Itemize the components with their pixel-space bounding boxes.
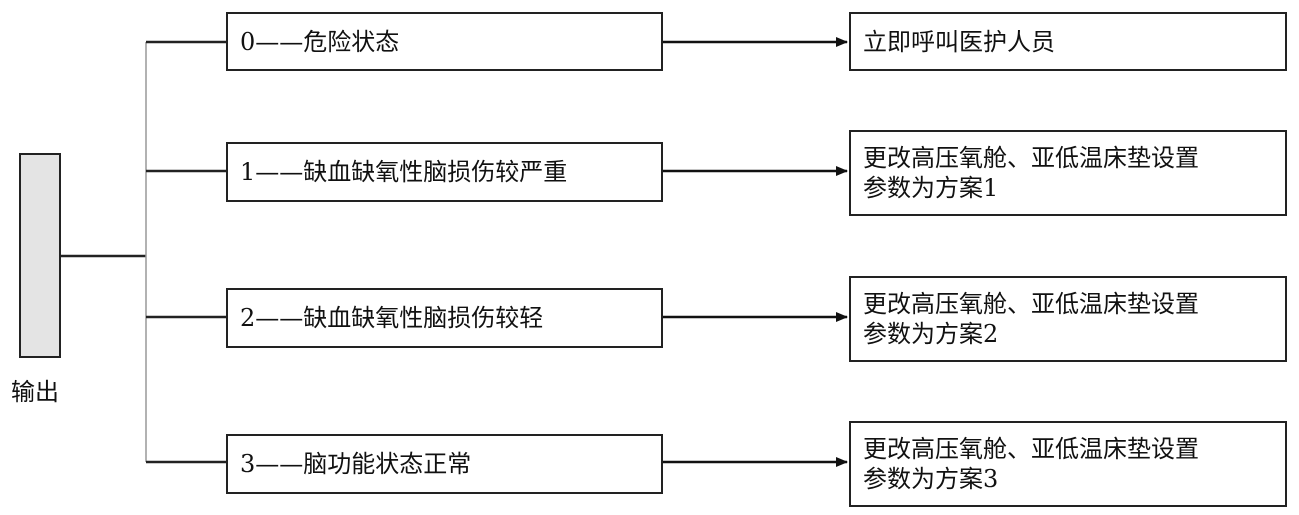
action-line-2: 参数为方案1 (863, 174, 999, 202)
action-box-0: 立即呼叫医护人员 (849, 12, 1287, 71)
state-text: 2——缺血缺氧性脑损伤较轻 (240, 304, 544, 332)
action-line-1: 更改高压氧舱、亚低温床垫设置 (863, 435, 1199, 463)
action-text: 更改高压氧舱、亚低温床垫设置 参数为方案1 (863, 143, 1199, 203)
state-text: 1——缺血缺氧性脑损伤较严重 (240, 158, 568, 186)
action-text: 更改高压氧舱、亚低温床垫设置 参数为方案2 (863, 289, 1199, 349)
state-text: 0——危险状态 (240, 27, 400, 56)
action-line-1: 更改高压氧舱、亚低温床垫设置 (863, 290, 1199, 318)
state-box-0: 0——危险状态 (226, 12, 663, 71)
state-box-3: 3——脑功能状态正常 (226, 434, 663, 494)
action-box-3: 更改高压氧舱、亚低温床垫设置 参数为方案3 (849, 421, 1287, 507)
action-line-2: 参数为方案3 (863, 465, 999, 493)
action-line-1: 更改高压氧舱、亚低温床垫设置 (863, 144, 1199, 172)
action-box-2: 更改高压氧舱、亚低温床垫设置 参数为方案2 (849, 276, 1287, 362)
state-text: 3——脑功能状态正常 (240, 450, 472, 478)
action-line-1: 立即呼叫医护人员 (863, 27, 1055, 56)
output-label: 输出 (11, 378, 59, 406)
action-text: 立即呼叫医护人员 (863, 27, 1055, 57)
action-box-1: 更改高压氧舱、亚低温床垫设置 参数为方案1 (849, 130, 1287, 216)
state-box-1: 1——缺血缺氧性脑损伤较严重 (226, 142, 663, 202)
output-bar (19, 153, 61, 358)
action-line-2: 参数为方案2 (863, 320, 999, 348)
action-text: 更改高压氧舱、亚低温床垫设置 参数为方案3 (863, 434, 1199, 494)
state-box-2: 2——缺血缺氧性脑损伤较轻 (226, 288, 663, 348)
